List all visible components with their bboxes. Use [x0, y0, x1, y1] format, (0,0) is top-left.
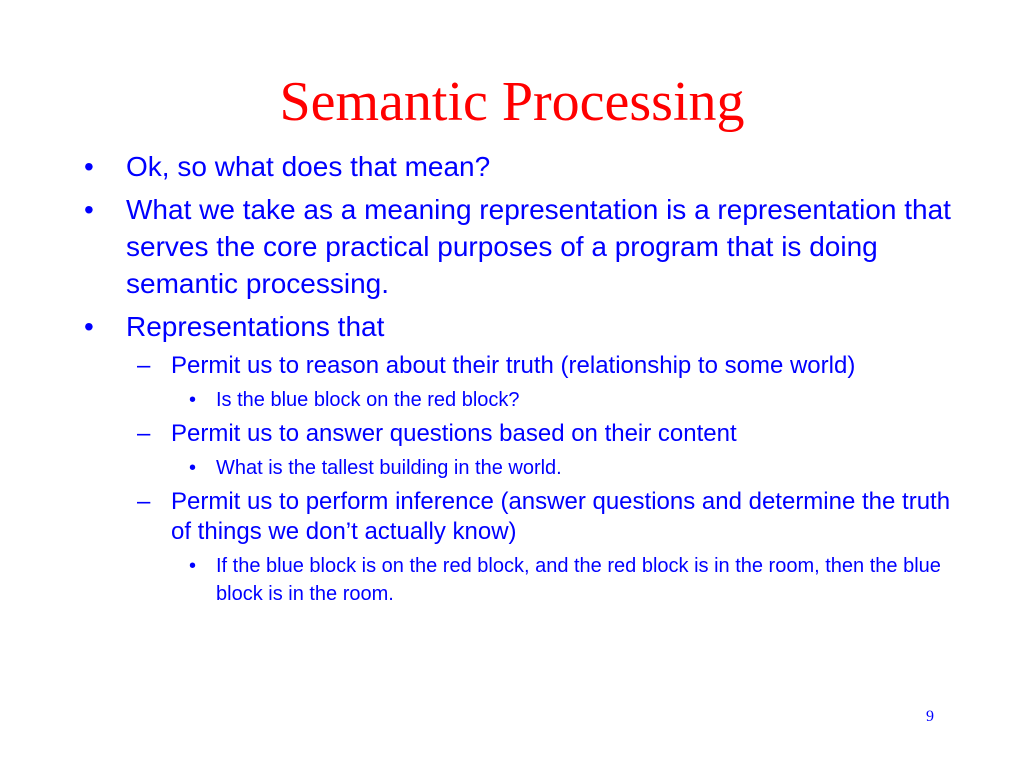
bullet-marker: •	[84, 151, 94, 182]
sub-sub-bullet-text: If the blue block is on the red block, a…	[216, 555, 941, 605]
bullet-marker: •	[189, 457, 197, 479]
bullet-list: • Ok, so what does that mean? • What we …	[82, 148, 962, 613]
bullet-marker: •	[189, 389, 197, 411]
bullet-text: What we take as a meaning representation…	[126, 194, 951, 299]
bullet-marker: •	[189, 555, 197, 577]
sub-sub-bullet-text: Is the blue block on the red block?	[216, 389, 520, 411]
slide-title: Semantic Processing	[279, 71, 745, 133]
dash-marker: –	[137, 352, 151, 379]
bullet-text: Ok, so what does that mean?	[126, 151, 491, 182]
bullet-item: • Representations that	[82, 308, 962, 345]
bullet-marker: •	[84, 311, 94, 342]
sub-bullet-item: – Permit us to answer questions based on…	[82, 419, 962, 449]
bullet-item: • Ok, so what does that mean?	[82, 148, 962, 185]
sub-bullet-text: Permit us to answer questions based on t…	[171, 420, 737, 447]
sub-bullet-text: Permit us to reason about their truth (r…	[171, 352, 856, 379]
sub-bullet-text: Permit us to perform inference (answer q…	[171, 488, 951, 545]
sub-sub-bullet-text: What is the tallest building in the worl…	[216, 457, 562, 479]
sub-sub-bullet-item: • If the blue block is on the red block,…	[82, 552, 962, 608]
bullet-text: Representations that	[126, 311, 385, 342]
bullet-marker: •	[84, 194, 94, 225]
sub-sub-bullet-item: • Is the blue block on the red block?	[82, 386, 962, 414]
sub-sub-bullet-item: • What is the tallest building in the wo…	[82, 454, 962, 482]
dash-marker: –	[137, 420, 151, 447]
sub-bullet-item: – Permit us to reason about their truth …	[82, 351, 962, 381]
sub-bullet-item: – Permit us to perform inference (answer…	[82, 487, 962, 547]
bullet-item: • What we take as a meaning representati…	[82, 191, 962, 302]
dash-marker: –	[137, 488, 151, 515]
page-number: 9	[926, 708, 934, 725]
